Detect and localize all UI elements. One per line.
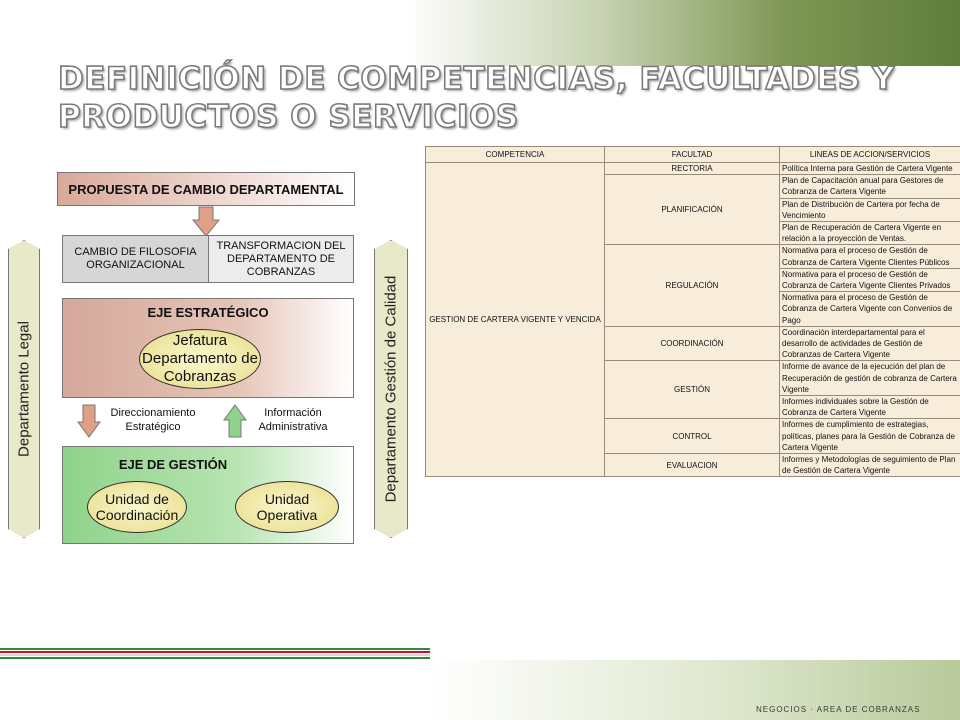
eje-estrategico-box: EJE ESTRATÉGICO Jefatura Departamento de… — [62, 298, 354, 398]
linea-cell: Normativa para el proceso de Gestión de … — [779, 267, 960, 293]
table-row: EVALUACION Informes y Metodologías de se… — [426, 453, 960, 478]
linea-cell: Informes de cumplimiento de estrategias,… — [779, 418, 960, 455]
bottom-stripes — [0, 648, 430, 660]
header-lineas: LINEAS DE ACCION/SERVICIOS — [779, 146, 960, 163]
down-arrow-icon-strategic — [77, 404, 101, 438]
facultad-cell: COORDINACIÓN — [604, 325, 780, 362]
cambio-row: CAMBIO DE FILOSOFIA ORGANIZACIONAL TRANS… — [62, 235, 354, 283]
competencia-cell: GESTION DE CARTERA VIGENTE Y VENCIDA — [425, 161, 605, 478]
jefatura-label: Jefatura Departamento de Cobranzas — [142, 332, 258, 385]
unidad-coordinacion-oval: Unidad de Coordinación — [87, 481, 187, 533]
depto-legal-bar: Departamento Legal — [8, 240, 40, 538]
top-gradient-band — [0, 0, 960, 66]
header-facultad: FACULTAD — [604, 146, 780, 163]
footer-text: NEGOCIOS · AREA DE COBRANZAS — [756, 705, 921, 714]
linea-cell: Coordinación interdepartamental para el … — [779, 325, 960, 362]
direccionamiento-label: Direccionamiento Estratégico — [110, 407, 196, 433]
title-line-2: PRODUCTOS O SERVICIOS — [57, 98, 519, 136]
transformacion-cell: TRANSFORMACION DEL DEPARTAMENTO DE COBRA… — [208, 236, 353, 282]
competencias-table: COMPETENCIA FACULTAD LINEAS DE ACCION/SE… — [425, 146, 960, 478]
down-arrow-icon — [192, 206, 220, 237]
table-row: Plan de Recuperación de Cartera Vigente … — [426, 221, 960, 246]
depto-calidad-label: Departamento Gestión de Calidad — [382, 275, 400, 503]
facultad-cell: PLANIFICACIÓN — [604, 174, 780, 246]
table-row: REGULACIÓN Normativa para el proceso de … — [426, 244, 960, 327]
linea-cell: Plan de Recuperación de Cartera Vigente … — [779, 221, 960, 246]
up-arrow-icon — [223, 404, 247, 438]
linea-cell: Plan de Capacitación anual para Gestores… — [779, 174, 960, 199]
facultad-cell: REGULACIÓN — [604, 244, 780, 327]
jefatura-oval: Jefatura Departamento de Cobranzas — [139, 329, 261, 389]
table-row: Informes individuales sobre la Gestión d… — [426, 395, 960, 420]
facultad-cell: RECTORIA — [604, 161, 780, 176]
linea-cell: Plan de Distribución de Cartera por fech… — [779, 197, 960, 223]
eje-estrategico-title: EJE ESTRATÉGICO — [147, 305, 269, 320]
header-competencia: COMPETENCIA — [425, 146, 605, 163]
linea-cell: Informes individuales sobre la Gestión d… — [779, 395, 960, 420]
table-header-row: COMPETENCIA FACULTAD LINEAS DE ACCION/SE… — [425, 146, 960, 163]
table-row: CONTROL Informes de cumplimiento de estr… — [426, 418, 960, 455]
table-row: COORDINACIÓN Coordinación interdepartame… — [426, 325, 960, 362]
linea-cell: Informes y Metodologías de seguimiento d… — [779, 453, 960, 478]
propuesta-box: PROPUESTA DE CAMBIO DEPARTAMENTAL — [57, 172, 355, 206]
transformacion-label: TRANSFORMACION DEL DEPARTAMENTO DE COBRA… — [216, 239, 346, 278]
page-title: DEFINICIÓN DE COMPETENCIAS, FACULTADES Y… — [57, 60, 938, 136]
eje-gestion-title: EJE DE GESTIÓN — [118, 457, 228, 472]
table-row: PLANIFICACIÓN Plan de Capacitación anual… — [426, 174, 960, 246]
cambio-filosofia-label: CAMBIO DE FILOSOFIA ORGANIZACIONAL — [74, 246, 197, 271]
eje-gestion-box: EJE DE GESTIÓN Unidad de Coordinación Un… — [62, 446, 354, 544]
table-row: GESTIÓN Informe de avance de la ejecució… — [426, 360, 960, 420]
table-row: GESTION DE CARTERA VIGENTE Y VENCIDA REC… — [425, 161, 960, 478]
cambio-filosofia-cell: CAMBIO DE FILOSOFIA ORGANIZACIONAL — [63, 236, 208, 282]
unidad-operativa-label: Unidad Operativa — [256, 491, 318, 523]
bottom-green-band — [430, 660, 960, 720]
informacion-label: Información Administrativa — [258, 407, 328, 433]
facultad-cell: CONTROL — [604, 418, 780, 455]
linea-cell: Informe de avance de la ejecución del pl… — [779, 360, 960, 397]
linea-cell: Normativa para el proceso de Gestión de … — [779, 291, 960, 327]
linea-cell: Normativa para el proceso de Gestión de … — [779, 244, 960, 269]
linea-cell: Política Interna para Gestión de Cartera… — [779, 161, 960, 176]
facultad-cell: GESTIÓN — [604, 360, 780, 420]
unidad-operativa-oval: Unidad Operativa — [235, 481, 339, 533]
facultad-cell: EVALUACION — [604, 453, 780, 478]
depto-calidad-bar: Departamento Gestión de Calidad — [374, 240, 408, 538]
propuesta-label: PROPUESTA DE CAMBIO DEPARTAMENTAL — [68, 181, 344, 197]
title-line-1: DEFINICIÓN DE COMPETENCIAS, FACULTADES Y — [57, 60, 895, 98]
table-row: Normativa para el proceso de Gestión de … — [426, 267, 960, 293]
depto-legal-label: Departamento Legal — [15, 321, 33, 457]
unidad-coordinacion-label: Unidad de Coordinación — [95, 491, 179, 523]
